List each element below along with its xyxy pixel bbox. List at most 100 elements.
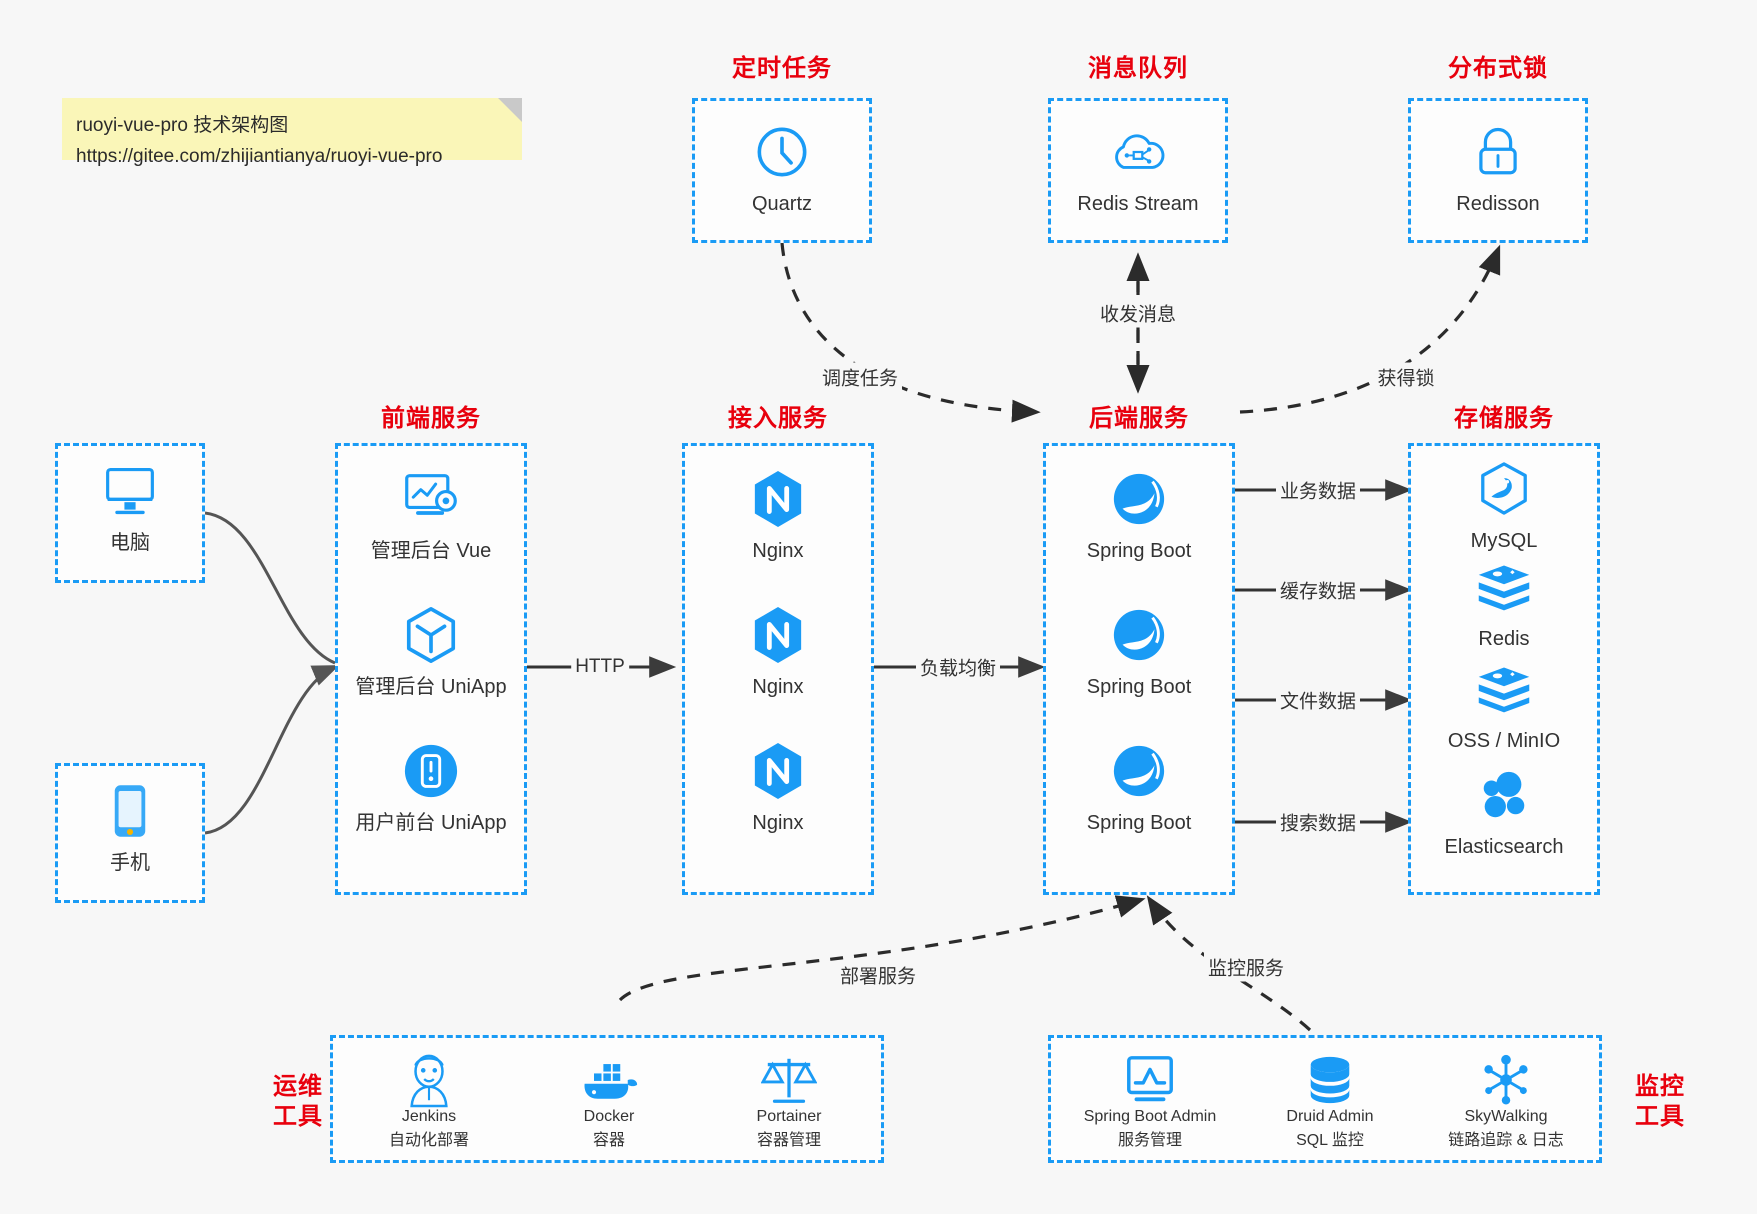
- group-title-devops-line2: 工具: [273, 1103, 323, 1130]
- node-sublabel: 自动化部署: [388, 1132, 469, 1149]
- group-title-storage: 存储服务: [1454, 405, 1554, 432]
- nginx-icon: [685, 604, 871, 666]
- node-label: Nginx: [752, 812, 804, 834]
- node-label: Spring Boot Admin: [1083, 1108, 1217, 1125]
- node-skywalking[interactable]: SkyWalking 链路追踪 & 日志: [1411, 1052, 1601, 1150]
- node-docker[interactable]: Docker 容器: [523, 1052, 695, 1150]
- note-fold-corner: [498, 98, 522, 122]
- node-label: 电脑: [110, 532, 150, 554]
- node-redis[interactable]: Redis: [1411, 556, 1597, 652]
- dashboard-gear-icon: [338, 468, 524, 530]
- hexagon-cube-icon: [338, 604, 524, 666]
- spring-boot-icon: [1046, 740, 1232, 802]
- node-sublabel: 链路追踪 & 日志: [1448, 1132, 1564, 1149]
- edge-label-file-data: 文件数据: [1275, 685, 1361, 715]
- cloud-stream-icon: [1051, 121, 1225, 183]
- mobile-app-circle-icon: [338, 740, 524, 802]
- node-label: Jenkins: [401, 1108, 457, 1125]
- node-label: OSS / MinIO: [1447, 730, 1561, 752]
- note-line-2: https://gitee.com/zhijiantianya/ruoyi-vu…: [76, 146, 443, 167]
- edge-label-send-receive-message: 收发消息: [1095, 298, 1181, 328]
- desktop-computer-icon: [58, 460, 202, 522]
- node-label: Docker: [583, 1108, 635, 1125]
- spring-boot-icon: [1046, 604, 1232, 666]
- edge-label-business-data: 业务数据: [1275, 475, 1361, 505]
- edge-label-schedule-task: 调度任务: [817, 362, 903, 392]
- node-redis-stream[interactable]: Redis Stream: [1051, 121, 1225, 217]
- group-box-frontend[interactable]: 管理后台 Vue 管理后台 UniApp 用户前台 UniApp: [335, 443, 527, 895]
- group-box-devops[interactable]: Jenkins 自动化部署 Docker 容器: [330, 1035, 884, 1163]
- scales-balance-icon: [703, 1052, 875, 1108]
- node-label: 用户前台 UniApp: [355, 812, 507, 834]
- group-title-lock: 分布式锁: [1448, 55, 1548, 82]
- group-title-backend: 后端服务: [1089, 405, 1189, 432]
- monitor-chart-icon: [1055, 1052, 1245, 1108]
- node-sublabel: SQL 监控: [1296, 1132, 1364, 1149]
- node-nginx-3[interactable]: Nginx: [685, 740, 871, 836]
- mobile-phone-icon: [58, 780, 202, 842]
- node-label: Nginx: [752, 676, 804, 698]
- database-stack-icon: [1245, 1052, 1415, 1108]
- nginx-icon: [685, 740, 871, 802]
- node-admin-uniapp[interactable]: 管理后台 UniApp: [338, 604, 524, 700]
- padlock-icon: [1411, 121, 1585, 183]
- group-box-monitor[interactable]: Spring Boot Admin 服务管理 Druid Admin SQL 监…: [1048, 1035, 1602, 1163]
- node-user-uniapp[interactable]: 用户前台 UniApp: [338, 740, 524, 836]
- group-box-mq[interactable]: Redis Stream: [1048, 98, 1228, 243]
- node-redisson[interactable]: Redisson: [1411, 121, 1585, 217]
- edge-label-search-data: 搜索数据: [1275, 807, 1361, 837]
- node-mobile[interactable]: 手机: [58, 780, 202, 876]
- node-label: Spring Boot: [1086, 812, 1192, 834]
- group-box-storage[interactable]: MySQL Redis: [1408, 443, 1600, 895]
- node-sublabel: 容器管理: [756, 1132, 821, 1149]
- node-label: Quartz: [751, 193, 813, 215]
- node-mysql[interactable]: MySQL: [1411, 458, 1597, 554]
- nginx-icon: [685, 468, 871, 530]
- group-box-lock[interactable]: Redisson: [1408, 98, 1588, 243]
- sticky-note: ruoyi-vue-pro 技术架构图 https://gitee.com/zh…: [62, 98, 522, 167]
- group-title-scheduler: 定时任务: [732, 55, 832, 82]
- node-elasticsearch[interactable]: Elasticsearch: [1411, 764, 1597, 860]
- node-label: 管理后台 UniApp: [355, 676, 507, 698]
- wire-desktop-to-frontend: [204, 511, 336, 665]
- node-label: Spring Boot: [1086, 676, 1192, 698]
- node-label: 手机: [110, 852, 150, 874]
- node-label: Redis: [1478, 628, 1530, 650]
- node-spring-boot-1[interactable]: Spring Boot: [1046, 468, 1232, 564]
- edge-label-deploy-service: 部署服务: [835, 960, 921, 990]
- node-label: MySQL: [1470, 530, 1538, 552]
- node-spring-boot-3[interactable]: Spring Boot: [1046, 740, 1232, 836]
- edge-label-acquire-lock: 获得锁: [1373, 362, 1439, 392]
- group-title-devops: 运维 工具: [258, 1072, 338, 1132]
- group-box-scheduler[interactable]: Quartz: [692, 98, 872, 243]
- edge-label-cache-data: 缓存数据: [1275, 575, 1361, 605]
- edge-label-http: HTTP: [571, 655, 629, 679]
- edge-label-monitor-service: 监控服务: [1203, 952, 1289, 982]
- node-label: Portainer: [756, 1108, 822, 1125]
- node-oss-minio[interactable]: OSS / MinIO: [1411, 658, 1597, 754]
- node-label: Elasticsearch: [1444, 836, 1564, 858]
- group-title-frontend: 前端服务: [381, 405, 481, 432]
- node-admin-vue[interactable]: 管理后台 Vue: [338, 468, 524, 564]
- node-nginx-1[interactable]: Nginx: [685, 468, 871, 564]
- node-spring-boot-2[interactable]: Spring Boot: [1046, 604, 1232, 700]
- client-box-mobile[interactable]: 手机: [55, 763, 205, 903]
- node-portainer[interactable]: Portainer 容器管理: [703, 1052, 875, 1150]
- node-quartz[interactable]: Quartz: [695, 121, 869, 217]
- node-label: Nginx: [752, 540, 804, 562]
- group-title-mq: 消息队列: [1088, 55, 1188, 82]
- node-label: Redis Stream: [1077, 193, 1199, 215]
- node-label: SkyWalking: [1464, 1108, 1548, 1125]
- node-druid-admin[interactable]: Druid Admin SQL 监控: [1245, 1052, 1415, 1150]
- node-spring-boot-admin[interactable]: Spring Boot Admin 服务管理: [1055, 1052, 1245, 1150]
- group-box-gateway[interactable]: Nginx Nginx Nginx: [682, 443, 874, 895]
- docker-whale-icon: [523, 1052, 695, 1108]
- clock-icon: [695, 121, 869, 183]
- node-jenkins[interactable]: Jenkins 自动化部署: [343, 1052, 515, 1150]
- edge-label-load-balance: 负载均衡: [915, 652, 1001, 682]
- node-desktop[interactable]: 电脑: [58, 460, 202, 556]
- group-box-backend[interactable]: Spring Boot Spring Boot Spring Boot: [1043, 443, 1235, 895]
- node-nginx-2[interactable]: Nginx: [685, 604, 871, 700]
- client-box-desktop[interactable]: 电脑: [55, 443, 205, 583]
